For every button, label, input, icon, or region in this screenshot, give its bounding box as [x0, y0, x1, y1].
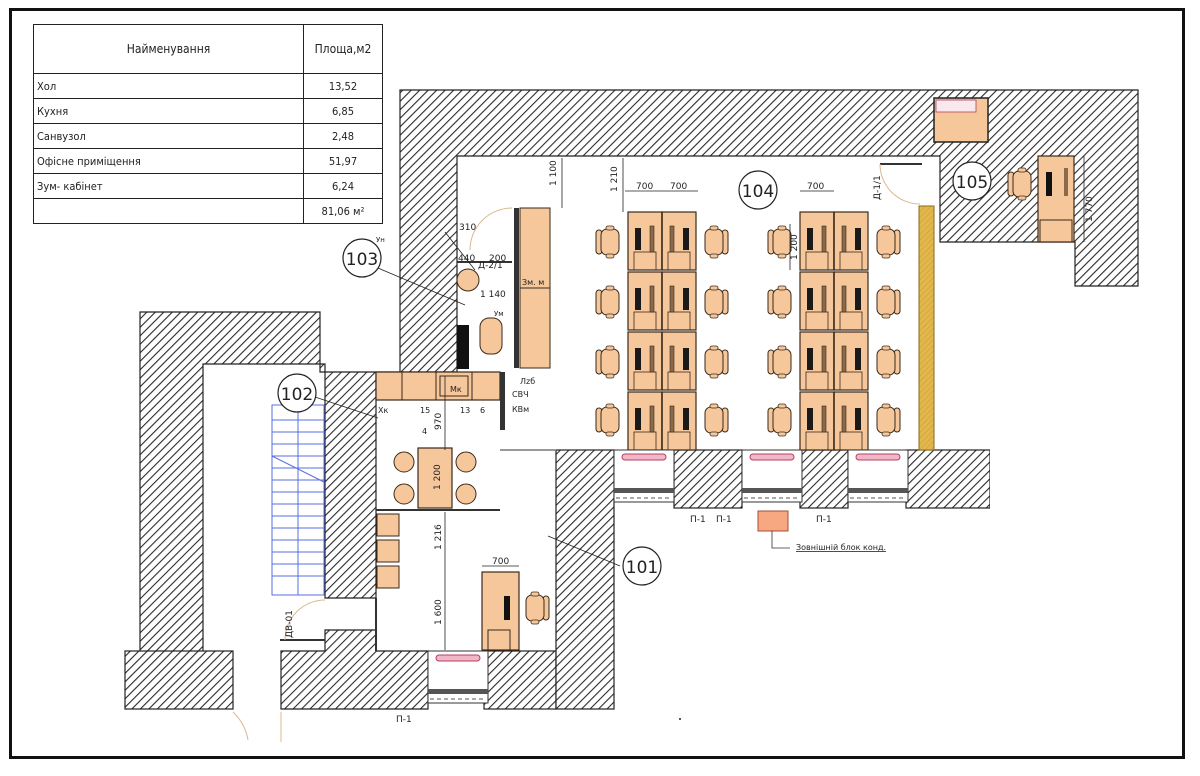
- sink-icon: [456, 268, 480, 292]
- room-markers: [277, 161, 992, 586]
- legend-room-name: Хол: [33, 73, 304, 99]
- legend-header-area: Площа,м2: [303, 24, 383, 74]
- walls: [124, 89, 1139, 710]
- legend-room-area: 2,48: [303, 123, 383, 149]
- glass-partition: [918, 205, 935, 451]
- microwave-label: Мк: [450, 385, 462, 394]
- ac-unit-label: Зовнішній блок конд.: [796, 543, 886, 552]
- dim-440: 440: [458, 254, 475, 264]
- window-label: П-1: [690, 515, 706, 525]
- dim-700: 700: [807, 182, 824, 192]
- room-number-103: 103: [346, 250, 378, 270]
- legend-total-area: 81,06 м²: [303, 198, 383, 224]
- legend-row: Офісне приміщення 51,97: [33, 148, 383, 174]
- door-label: ДВ-01: [285, 610, 295, 638]
- dim-700: 700: [492, 557, 509, 567]
- room-number-104: 104: [742, 182, 774, 202]
- legend-row: Кухня 6,85: [33, 98, 383, 124]
- dim-1210: 1 210: [610, 166, 620, 192]
- dining-set: [376, 447, 555, 511]
- toilet-icon: [479, 317, 503, 355]
- dim-1200: 1 200: [433, 464, 443, 490]
- legend-total-blank: [33, 198, 304, 224]
- dim-200: 200: [489, 254, 506, 264]
- dim-1200: 1 200: [790, 234, 800, 260]
- legend-room-area: 6,85: [303, 98, 383, 124]
- dim-700: 700: [636, 182, 653, 192]
- leader-lines: [314, 231, 621, 567]
- item-number: 6: [480, 406, 485, 415]
- legend-header-name: Найменування: [33, 24, 304, 74]
- umyv-label: Ум: [494, 310, 504, 318]
- dim-310: 310: [459, 223, 476, 233]
- legend-room-area: 6,24: [303, 173, 383, 199]
- legend-room-name: Санвузол: [33, 123, 304, 149]
- svch-label: СВЧ: [512, 390, 529, 399]
- legend-row: Санвузол 2,48: [33, 123, 383, 149]
- dim-970: 970: [434, 413, 444, 430]
- dim-1770: 1 770: [1085, 196, 1095, 222]
- legend-total-row: 81,06 м²: [33, 198, 383, 224]
- window-label: П-1: [816, 515, 832, 525]
- item-number: 4: [422, 427, 427, 436]
- kitchen-counter: [375, 371, 505, 430]
- kvm-label: КВм: [512, 405, 529, 414]
- legend-room-area: 13,52: [303, 73, 383, 99]
- legend-room-name: Зум- кабінет: [33, 173, 304, 199]
- wc-room-103: [456, 207, 551, 369]
- unitaz-label: Ун: [376, 236, 385, 244]
- dim-1100: 1 100: [549, 160, 559, 186]
- room-number-105: 105: [956, 173, 988, 193]
- ac-outdoor-unit: [757, 510, 789, 532]
- legend-row: Хол 13,52: [33, 73, 383, 99]
- entry-door: [232, 599, 326, 742]
- dim-1600: 1 600: [434, 599, 444, 625]
- legend-row: Зум- кабінет 6,24: [33, 173, 383, 199]
- dim-1140: 1 140: [480, 290, 506, 300]
- fridge-label: Хк: [378, 406, 388, 415]
- room-number-102: 102: [281, 385, 313, 405]
- window-label: П-1: [716, 515, 732, 525]
- legend-room-name: Офісне приміщення: [33, 148, 304, 174]
- door-label: Д-1/1: [873, 175, 883, 200]
- dim-1216: 1 216: [434, 524, 444, 550]
- wardrobe-label: Зм. м: [522, 278, 544, 287]
- office-workstations: [595, 211, 901, 451]
- zoom-room-105: [933, 97, 1075, 243]
- legend-room-area: 51,97: [303, 148, 383, 174]
- wardrobe: [519, 207, 551, 289]
- item-number: 13: [460, 406, 470, 415]
- door-label: Д-2/1: [478, 261, 503, 271]
- hall-furniture: [375, 513, 550, 651]
- exterior-area: [990, 290, 1140, 730]
- window-label: П-1: [396, 715, 412, 725]
- room-number-101: 101: [626, 558, 658, 578]
- dim-700: 700: [670, 182, 687, 192]
- staircase: [271, 403, 325, 596]
- wardrobe: [519, 287, 551, 369]
- dimension-lines: [444, 156, 1085, 650]
- area-legend-table: Найменування Площа,м2 Хол 13,52 Кухня 6,…: [33, 24, 383, 224]
- legend-header-row: Найменування Площа,м2: [33, 24, 383, 74]
- legend-room-name: Кухня: [33, 98, 304, 124]
- door-d1: [879, 163, 922, 205]
- item-number: 15: [420, 406, 430, 415]
- lzb-label: Лzб: [520, 377, 535, 386]
